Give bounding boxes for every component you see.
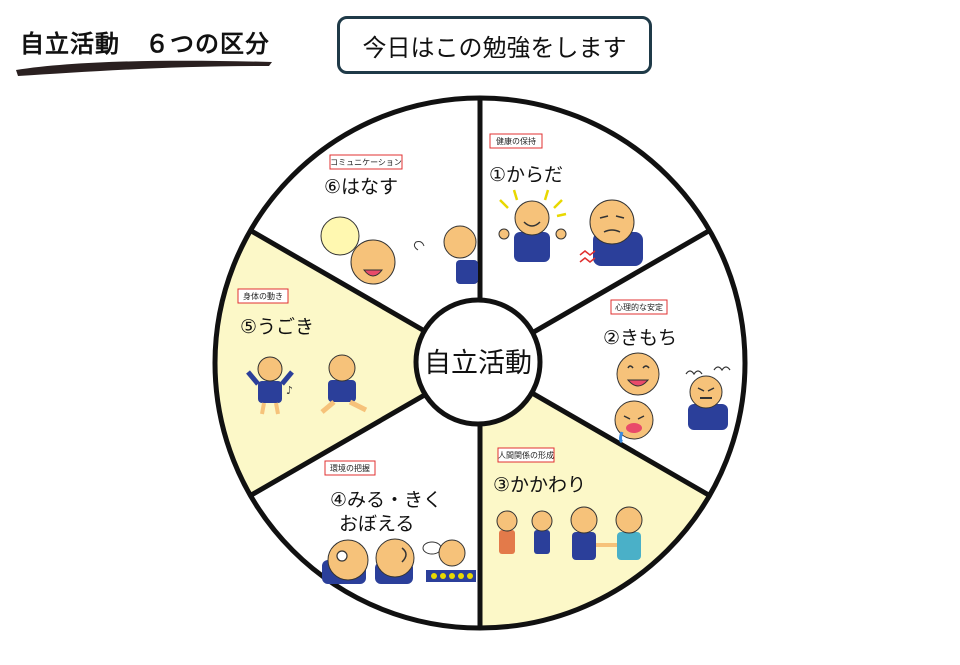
svg-text:♪: ♪ bbox=[286, 384, 293, 397]
tag-box-karada bbox=[489, 133, 543, 149]
tag-miru: 環境の把握 bbox=[330, 463, 370, 473]
tag-hanasu: コミュニケーション bbox=[330, 158, 402, 167]
happy-child-icon bbox=[498, 189, 567, 262]
wheel-outer-ring bbox=[212, 95, 748, 631]
tag-box-hanasu bbox=[329, 154, 403, 170]
label-hanasu: ⑥はなす bbox=[324, 176, 398, 198]
today-study-box: 今日はこの勉強をします bbox=[337, 16, 652, 74]
label-oboeru: おぼえる bbox=[339, 513, 414, 535]
sector-kimochi[interactable] bbox=[480, 230, 746, 496]
label-ugoki: ⑤うごき bbox=[240, 316, 314, 338]
tag-box-ugoki bbox=[237, 288, 289, 304]
running-child-icon bbox=[320, 354, 368, 414]
speech-bubble-icon bbox=[320, 216, 360, 256]
dancing-child-icon: ♪ bbox=[246, 356, 294, 415]
title-underline-brush bbox=[16, 60, 272, 76]
label-miru: ④みる・きく bbox=[330, 489, 442, 511]
tag-ugoki: 身体の動き bbox=[243, 291, 283, 301]
page-title: 自立活動 ６つの区分 bbox=[20, 30, 270, 58]
tag-karada: 健康の保持 bbox=[496, 136, 536, 146]
today-study-label: 今日はこの勉強をします bbox=[362, 33, 627, 62]
looking-child-icon bbox=[322, 539, 369, 584]
center-hub[interactable] bbox=[413, 297, 543, 427]
center-label: 自立活動 bbox=[424, 348, 532, 379]
breathing-child-icon bbox=[413, 225, 478, 284]
talking-child-icon bbox=[350, 239, 396, 285]
tag-kimochi: 心理的な安定 bbox=[615, 302, 663, 312]
crying-face-icon bbox=[614, 400, 654, 444]
tag-box-kimochi bbox=[610, 299, 668, 315]
tag-box-miru bbox=[324, 460, 376, 476]
tag-box-kakawari bbox=[497, 447, 555, 463]
smiling-face-icon bbox=[616, 352, 660, 396]
label-karada: ①からだ bbox=[489, 164, 563, 186]
sick-child-icon bbox=[579, 199, 643, 266]
holding-hands-children-icon bbox=[570, 506, 643, 560]
label-kakawari: ③かかわり bbox=[493, 474, 586, 496]
tag-kakawari: 人間関係の形成 bbox=[498, 450, 554, 460]
greeting-children-icon bbox=[496, 510, 553, 554]
label-kimochi: ②きもち bbox=[603, 327, 677, 349]
listening-child-icon bbox=[375, 538, 415, 584]
remembering-child-icon bbox=[422, 539, 476, 582]
angry-child-icon bbox=[685, 366, 731, 430]
